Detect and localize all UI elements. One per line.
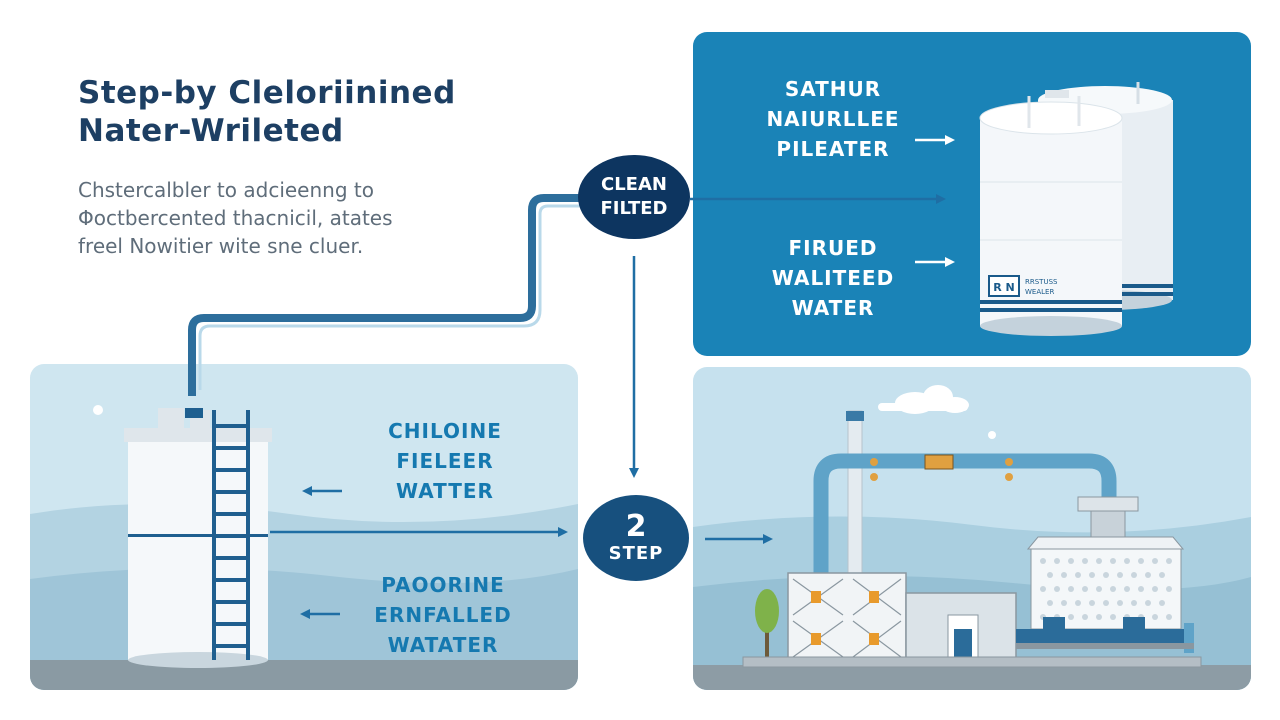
arrow-icon <box>915 135 955 145</box>
tank-logo-text: RRSTUSS <box>1025 278 1058 286</box>
pipe-icon <box>813 410 1117 575</box>
step-number: 2 <box>625 509 647 544</box>
tank-logo-subtext: WEALER <box>1025 288 1054 296</box>
treatment-plant-illustration <box>693 385 1251 690</box>
tank-icon: R N RRSTUSS WEALER <box>979 90 1123 336</box>
tank-label-top: SATHUR NAIURLLEE PILEATER <box>766 77 900 161</box>
description: Chstercalbler to adcieenng to Φoctbercen… <box>78 176 393 260</box>
chlorine-label-bottom: PAOORINE ERNFALLED WATATER <box>374 573 512 657</box>
page-title: Step-by Cleloriinined Nater-Wrileted <box>78 74 456 150</box>
title-line-2: Nater-Wrileted <box>78 113 344 149</box>
svg-text:R N: R N <box>993 281 1015 294</box>
clean-filtered-badge: CLEAN FILTED <box>578 155 690 239</box>
arrow-icon <box>705 534 773 544</box>
valve-icon <box>185 408 203 418</box>
arrow-icon <box>300 609 340 619</box>
step-label: STEP <box>608 543 664 564</box>
ladder-icon <box>212 410 250 660</box>
treatment-plant-panel <box>693 367 1251 690</box>
arrow-icon <box>302 486 342 496</box>
arrow-icon <box>270 527 568 537</box>
arrow-icon <box>690 194 946 204</box>
title-line-1: Step-by Cleloriinined <box>78 75 456 111</box>
filter-unit-icon <box>1016 496 1194 653</box>
cloud-icon <box>878 385 969 414</box>
tree-icon <box>755 589 779 663</box>
badge-line-1: CLEAN <box>601 174 667 195</box>
chlorine-label-top: CHILOINE FIELEER WATTER <box>388 419 502 503</box>
building-icon <box>787 572 1017 664</box>
arrow-icon <box>915 257 955 267</box>
tank-label-bottom: FIRUED WALITEED WATER <box>771 236 895 320</box>
chlorine-tank-illustration <box>30 405 578 690</box>
description-line-3: freel Nowitier wite sne cluer. <box>78 234 364 258</box>
description-line-1: Chstercalbler to adcieenng to <box>78 178 374 202</box>
storage-tanks-panel: R N RRSTUSS WEALER SATHUR NAIURLLEE PILE… <box>693 32 1251 356</box>
badge-line-2: FILTED <box>600 198 668 219</box>
step-badge: 2 STEP <box>583 495 689 581</box>
chlorine-tank-panel: CHILOINE FIELEER WATTER PAOORINE ERNFALL… <box>30 364 578 690</box>
description-line-2: Φoctbercented thacnicil, atates <box>78 206 393 230</box>
arrow-icon <box>629 256 639 478</box>
storage-tanks-illustration: R N RRSTUSS WEALER <box>915 82 1173 336</box>
